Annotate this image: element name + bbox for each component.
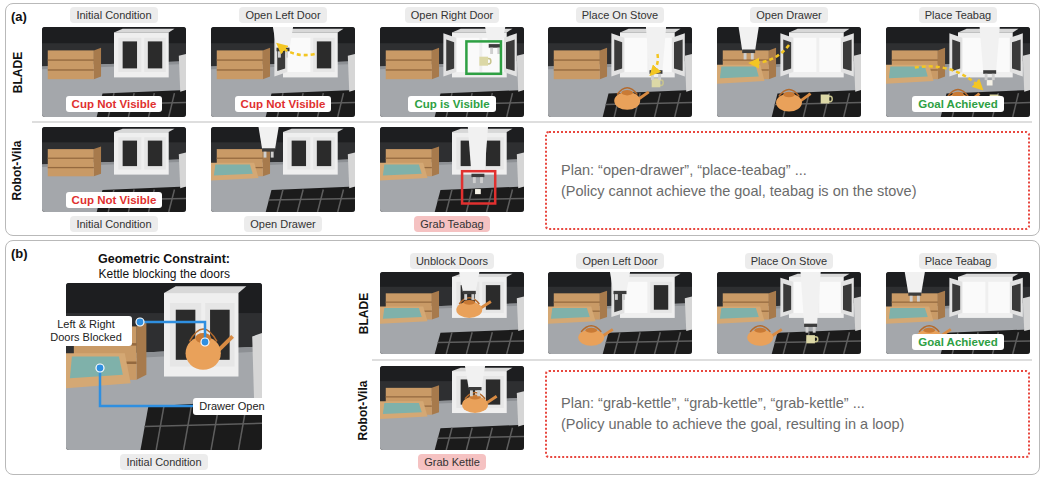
status-badge: Cup Not Visible <box>66 192 163 208</box>
row-separator <box>32 122 1032 123</box>
status-badge: Cup Not Visible <box>235 96 332 112</box>
node-text: Open Right Door <box>411 8 494 22</box>
leader-dot <box>201 338 209 346</box>
node-text: (Policy unable to achieve the goal, resu… <box>561 414 1014 435</box>
step-label: Unblock Doors <box>410 253 494 269</box>
scene-photo <box>211 127 355 212</box>
scene-photo <box>380 366 524 450</box>
node-text: Grab Teabag <box>420 217 483 231</box>
scene-photo <box>886 272 1030 354</box>
node-text: Unblock Doors <box>416 254 488 268</box>
node-text: Open Drawer <box>756 8 821 22</box>
step-label: Open Drawer <box>750 7 827 23</box>
node-text: Goal Achieved <box>918 335 997 349</box>
row-separator <box>372 360 1032 361</box>
node-text: Left & Right Doors Blocked <box>46 318 126 344</box>
scene-photo <box>717 272 861 354</box>
node-text: Place Teabag <box>925 8 991 22</box>
node-text: Place On Stove <box>582 8 658 22</box>
scene-photo <box>211 27 355 117</box>
callout-box: Drawer Open <box>193 398 270 415</box>
node-text: Initial Condition <box>126 455 201 469</box>
row-label: BLADE <box>357 292 372 333</box>
node-text: Open Left Door <box>245 8 320 22</box>
node-text: Cup Not Visible <box>72 193 157 207</box>
node-text: (b) <box>11 246 28 261</box>
panel-frame: (a) Initial Condition Open Left Door Open R… <box>5 3 1040 236</box>
scene-photo <box>548 27 692 117</box>
plan-box: Plan: “open-drawer”, “place-teabag” ...(… <box>545 131 1030 230</box>
node-text: Grab Kettle <box>424 455 480 469</box>
node-text: Cup is Visible <box>414 97 489 111</box>
node-text: Goal Achieved <box>918 97 997 111</box>
node-text: Initial Condition <box>76 217 151 231</box>
scene-photo <box>717 27 861 117</box>
node-text: Cup Not Visible <box>72 97 157 111</box>
node-text: (Policy cannot achieve the goal, teabag … <box>561 181 1014 202</box>
scene-photo <box>380 27 524 117</box>
step-label: Place Teabag <box>919 253 997 269</box>
step-label: Place On Stove <box>745 253 833 269</box>
constraint-note: Kettle blocking the doors <box>99 267 230 282</box>
node-text: Drawer Open <box>199 400 264 413</box>
failed-step-label: Grab Teabag <box>414 216 489 232</box>
scene-photo <box>886 27 1030 117</box>
node-text: Place On Stove <box>751 254 827 268</box>
leader-line <box>140 322 205 342</box>
node-text: Cup Not Visible <box>241 97 326 111</box>
scene-photo <box>42 127 186 212</box>
scene-photo <box>42 27 186 117</box>
node-text: Initial Condition <box>76 8 151 22</box>
status-badge: Cup is Visible <box>408 96 495 112</box>
step-label: Initial Condition <box>120 454 207 470</box>
plan-box: Plan: “grab-kettle”, “grab-kettle”, “gra… <box>545 370 1030 458</box>
callout-box: Left & Right Doors Blocked <box>40 316 132 346</box>
scene-photo <box>380 272 524 354</box>
row-label: Robot-Vila <box>356 380 371 440</box>
scene-photo <box>548 272 692 354</box>
row-label: BLADE <box>11 51 26 92</box>
step-label: Place Teabag <box>919 7 997 23</box>
step-label: Place On Stove <box>576 7 664 23</box>
scene-photo <box>380 127 524 212</box>
node-text: Open Left Door <box>582 254 657 268</box>
scene-photo <box>66 283 262 450</box>
leader-line <box>100 368 193 406</box>
step-label: Open Left Door <box>576 253 663 269</box>
step-label: Open Left Door <box>239 7 326 23</box>
status-badge: Goal Achieved <box>912 96 1003 112</box>
status-badge: Goal Achieved <box>912 334 1003 350</box>
node-text: Place Teabag <box>925 254 991 268</box>
row-label: Robot-Vila <box>10 140 25 200</box>
leader-dot <box>136 318 144 326</box>
step-label: Initial Condition <box>70 216 157 232</box>
step-label: Initial Condition <box>70 7 157 23</box>
status-badge: Cup Not Visible <box>66 96 163 112</box>
leader-dot <box>96 364 104 372</box>
node-text: (a) <box>11 9 27 24</box>
step-label: Open Drawer <box>244 216 321 232</box>
step-label: Open Right Door <box>405 7 500 23</box>
node-text: Plan: “open-drawer”, “place-teabag” ... <box>561 160 1014 181</box>
failed-step-label: Grab Kettle <box>418 454 486 470</box>
node-text: Plan: “grab-kettle”, “grab-kettle”, “gra… <box>561 393 1014 414</box>
constraint-title: Geometric Constraint: <box>98 252 230 267</box>
node-text: Open Drawer <box>250 217 315 231</box>
